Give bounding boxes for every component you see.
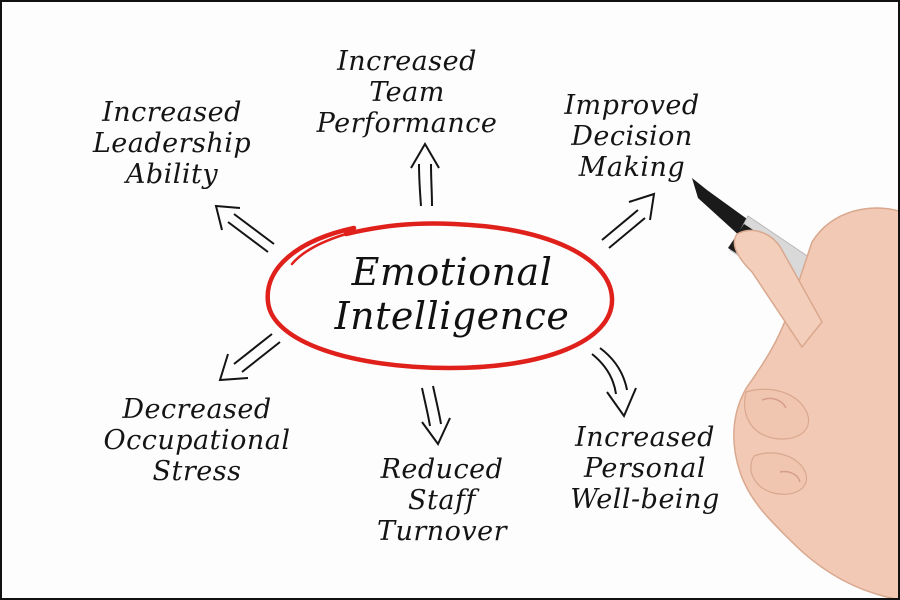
arrow-to-wellbeing <box>591 347 637 419</box>
node-leadership-line3: Ability <box>125 159 219 190</box>
arrow-to-turnover <box>421 385 451 446</box>
node-stress-line3: Stress <box>152 456 242 487</box>
node-leadership-line2: Leadership <box>92 128 252 159</box>
node-leadership: Increased Leadership Ability <box>72 97 272 190</box>
node-stress-line2: Occupational <box>103 425 291 456</box>
node-decision: Improved Decision Making <box>537 90 727 183</box>
node-decision-line1: Improved <box>564 90 700 121</box>
center-title: Emotional Intelligence <box>302 250 602 338</box>
node-team-line1: Increased <box>337 46 477 77</box>
center-title-line1: Emotional <box>351 250 553 294</box>
node-turnover-line1: Reduced <box>380 454 504 485</box>
node-stress-line1: Decreased <box>122 394 272 425</box>
arrow-to-leadership <box>214 204 275 253</box>
node-decision-line2: Decision <box>571 121 693 152</box>
node-stress: Decreased Occupational Stress <box>82 394 312 487</box>
node-turnover-line3: Turnover <box>376 516 508 547</box>
node-leadership-line1: Increased <box>102 97 242 128</box>
arrow-to-decision <box>601 192 656 249</box>
node-team-line3: Performance <box>316 108 498 139</box>
node-turnover: Reduced Staff Turnover <box>347 454 537 547</box>
node-turnover-line2: Staff <box>408 485 476 516</box>
node-wellbeing-line2: Personal <box>583 453 707 484</box>
node-wellbeing-line1: Increased <box>575 422 715 453</box>
node-team-line2: Team <box>369 77 445 108</box>
node-wellbeing-line3: Well-being <box>570 484 720 515</box>
hand-with-marker <box>692 178 898 598</box>
node-decision-line3: Making <box>578 152 686 183</box>
arrow-to-team <box>410 142 440 207</box>
node-wellbeing: Increased Personal Well-being <box>550 422 740 515</box>
center-title-line2: Intelligence <box>334 294 570 338</box>
center-ring <box>265 221 615 371</box>
node-team: Increased Team Performance <box>302 46 512 139</box>
arrow-to-stress <box>218 333 281 382</box>
